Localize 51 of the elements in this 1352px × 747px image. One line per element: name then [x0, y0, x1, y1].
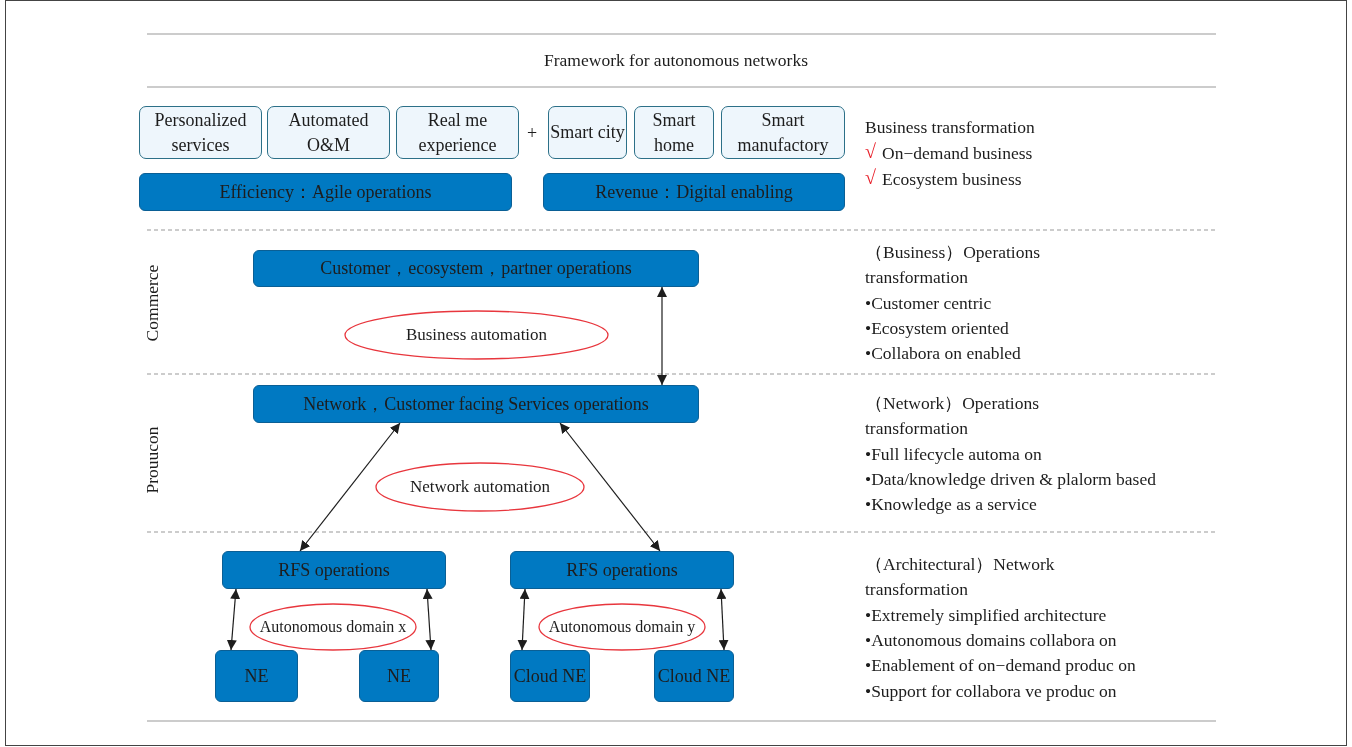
layer-label: Commerce [140, 264, 163, 342]
side-note: Ecosystem business [882, 168, 1022, 191]
service-box: Personalized services [139, 106, 262, 159]
process-box: NE [359, 650, 439, 702]
side-note: •Support for collabora ve produc on [865, 680, 1117, 703]
check-mark: √ [865, 139, 876, 164]
double-arrow [716, 588, 729, 651]
side-note: Business transformation [865, 116, 1035, 139]
side-note: •Customer centric [865, 292, 992, 315]
side-note: •Autonomous domains collabora on [865, 629, 1117, 652]
side-heading: （Architectural）Network transformation [865, 553, 1056, 601]
process-box: Cloud NE [510, 650, 590, 702]
service-box: Smart home [634, 106, 714, 159]
side-note: On−demand business [882, 142, 1033, 165]
double-arrow [559, 422, 661, 552]
process-box: Cloud NE [654, 650, 734, 702]
side-note: •Full lifecycle automa on [865, 443, 1042, 466]
process-box: Customer，ecosystem，partner operations [253, 250, 699, 287]
automation-ellipse [538, 603, 706, 651]
side-note: •Extremely simplified architecture [865, 604, 1107, 627]
service-box: Smart manufactory [721, 106, 845, 159]
process-box: NE [215, 650, 298, 702]
layer-label: Prouucon [140, 426, 163, 494]
process-box: RFS operations [510, 551, 734, 589]
double-arrow [422, 588, 436, 651]
process-box: Revenue：Digital enabling [543, 173, 845, 211]
side-note: •Knowledge as a service [865, 493, 1037, 516]
side-heading: （Business）Operations transformation [865, 241, 1042, 289]
plus-sign: + [527, 122, 538, 145]
double-arrow [517, 588, 530, 651]
service-box: Real me experience [396, 106, 519, 159]
process-box: RFS operations [222, 551, 446, 589]
automation-ellipse [249, 603, 417, 651]
service-box: Smart city [548, 106, 627, 159]
ellipse-label: Autonomous domain y [547, 617, 697, 637]
check-mark: √ [865, 165, 876, 190]
double-arrow [657, 286, 667, 386]
side-note: •Data/knowledge driven & plalorm based [865, 468, 1156, 491]
process-box: Network，Customer facing Services operations [253, 385, 699, 423]
ellipse-label: Autonomous domain x [258, 617, 408, 637]
automation-ellipse [344, 310, 609, 360]
side-note: •Enablement of on−demand produc on [865, 654, 1136, 677]
service-box: Automated O&M [267, 106, 390, 159]
double-arrow [299, 422, 401, 552]
side-heading: （Network）Operations transformation [865, 392, 1041, 440]
side-note: •Collabora on enabled [865, 342, 1021, 365]
double-arrow [226, 588, 241, 651]
process-box: Efficiency：Agile operations [139, 173, 512, 211]
side-note: •Ecosystem oriented [865, 317, 1009, 340]
automation-ellipse [375, 462, 585, 512]
diagram-title: Framework for autonomous networks [544, 50, 808, 70]
